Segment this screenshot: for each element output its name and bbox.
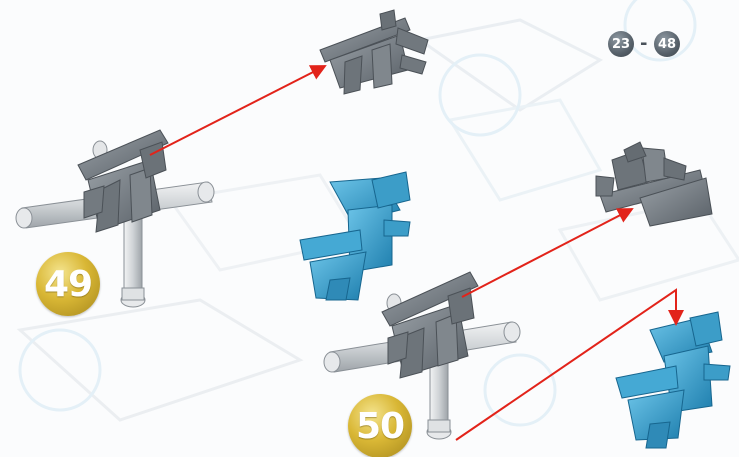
gray-connector-detached-right	[596, 142, 712, 226]
step-number-badge: 50	[348, 394, 412, 457]
arrow-step49-to-top-connector	[150, 66, 325, 155]
blue-connector-floating	[300, 172, 410, 300]
arrow-step50-to-right-connector	[462, 209, 632, 297]
range-separator: -	[640, 33, 647, 54]
range-end-badge: 48	[654, 31, 680, 57]
blue-connector-detached-bottom	[616, 312, 730, 448]
gray-connector-detached-top	[320, 10, 428, 94]
range-start-badge: 23	[608, 31, 634, 57]
step-number-badge: 49	[36, 252, 100, 316]
